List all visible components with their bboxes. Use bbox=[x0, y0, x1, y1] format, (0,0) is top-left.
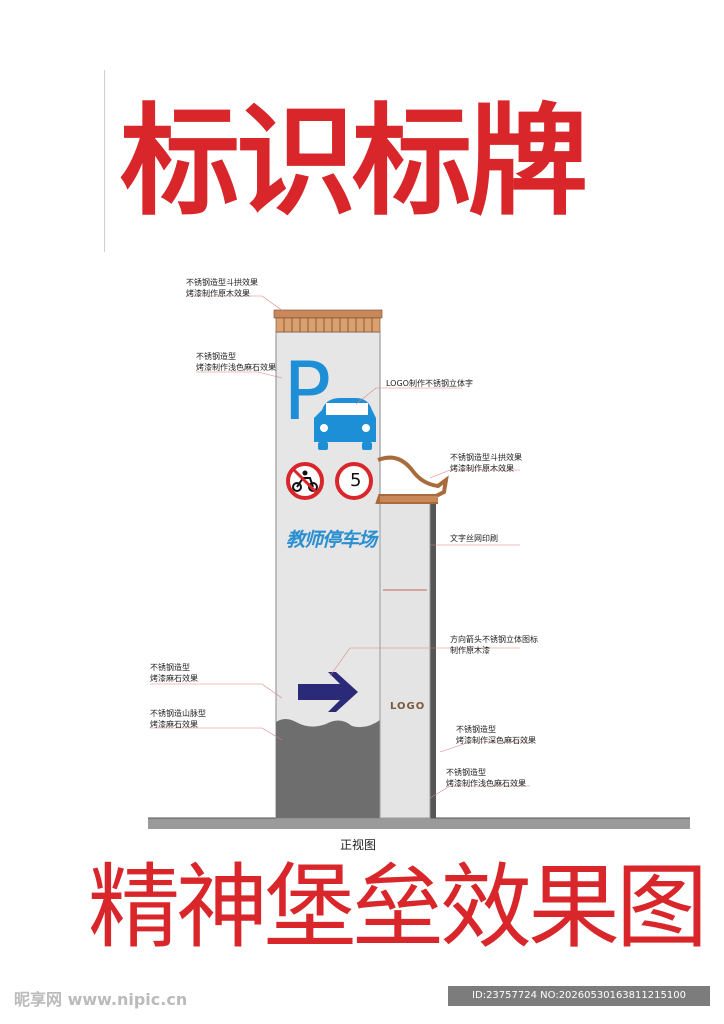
ground-bar bbox=[148, 818, 690, 829]
note-logo-3d: LOGO制作不锈钢立体字 bbox=[386, 379, 473, 388]
speed-limit-ring bbox=[335, 462, 373, 500]
direction-arrow bbox=[298, 672, 358, 712]
speed-limit-value: 5 bbox=[350, 470, 362, 491]
curved-bracket bbox=[375, 455, 449, 504]
note-stone: 不锈钢造型烤漆麻石效果 bbox=[150, 663, 198, 683]
note-bracket-top: 不锈钢造型斗拱效果烤漆制作原木效果 bbox=[186, 278, 258, 298]
note-light-stone: 不锈钢造型烤漆制作浅色麻石效果 bbox=[446, 768, 526, 788]
margin-line bbox=[104, 70, 105, 252]
parking-title: 教师停车场 bbox=[286, 529, 377, 551]
bracket-top bbox=[273, 309, 383, 333]
watermark-left: 昵享网 www.nipic.cn bbox=[14, 990, 188, 1009]
note-curved-bracket: 不锈钢造型斗拱效果烤漆制作原木效果 bbox=[450, 453, 522, 473]
bottom-title: 精神堡垒效果图 bbox=[88, 854, 708, 961]
side-panel bbox=[379, 501, 431, 819]
car-icon bbox=[314, 398, 376, 450]
side-post bbox=[428, 500, 436, 818]
logo-text: LOGO bbox=[390, 701, 426, 712]
no-motorcycle-icon bbox=[286, 462, 324, 500]
leader-lines bbox=[150, 295, 530, 799]
note-arrow: 方向箭头不锈钢立体图标制作原木漆 bbox=[450, 635, 538, 655]
mountain-base bbox=[276, 719, 380, 818]
page-title: 标识标牌 bbox=[120, 91, 588, 232]
note-pillar-stone: 不锈钢造型烤漆制作浅色麻石效果 bbox=[196, 352, 276, 372]
note-dark-stone: 不锈钢造型烤漆制作深色麻石效果 bbox=[456, 725, 536, 745]
note-mountain: 不锈钢造山脉型烤漆麻石效果 bbox=[150, 709, 206, 729]
watermark-right: ID:23757724 NO:20260530163811215100 bbox=[448, 986, 710, 1006]
front-view-label: 正视图 bbox=[340, 838, 377, 852]
note-silkscreen: 文字丝网印刷 bbox=[450, 534, 498, 543]
parking-p-icon: P bbox=[283, 345, 332, 438]
